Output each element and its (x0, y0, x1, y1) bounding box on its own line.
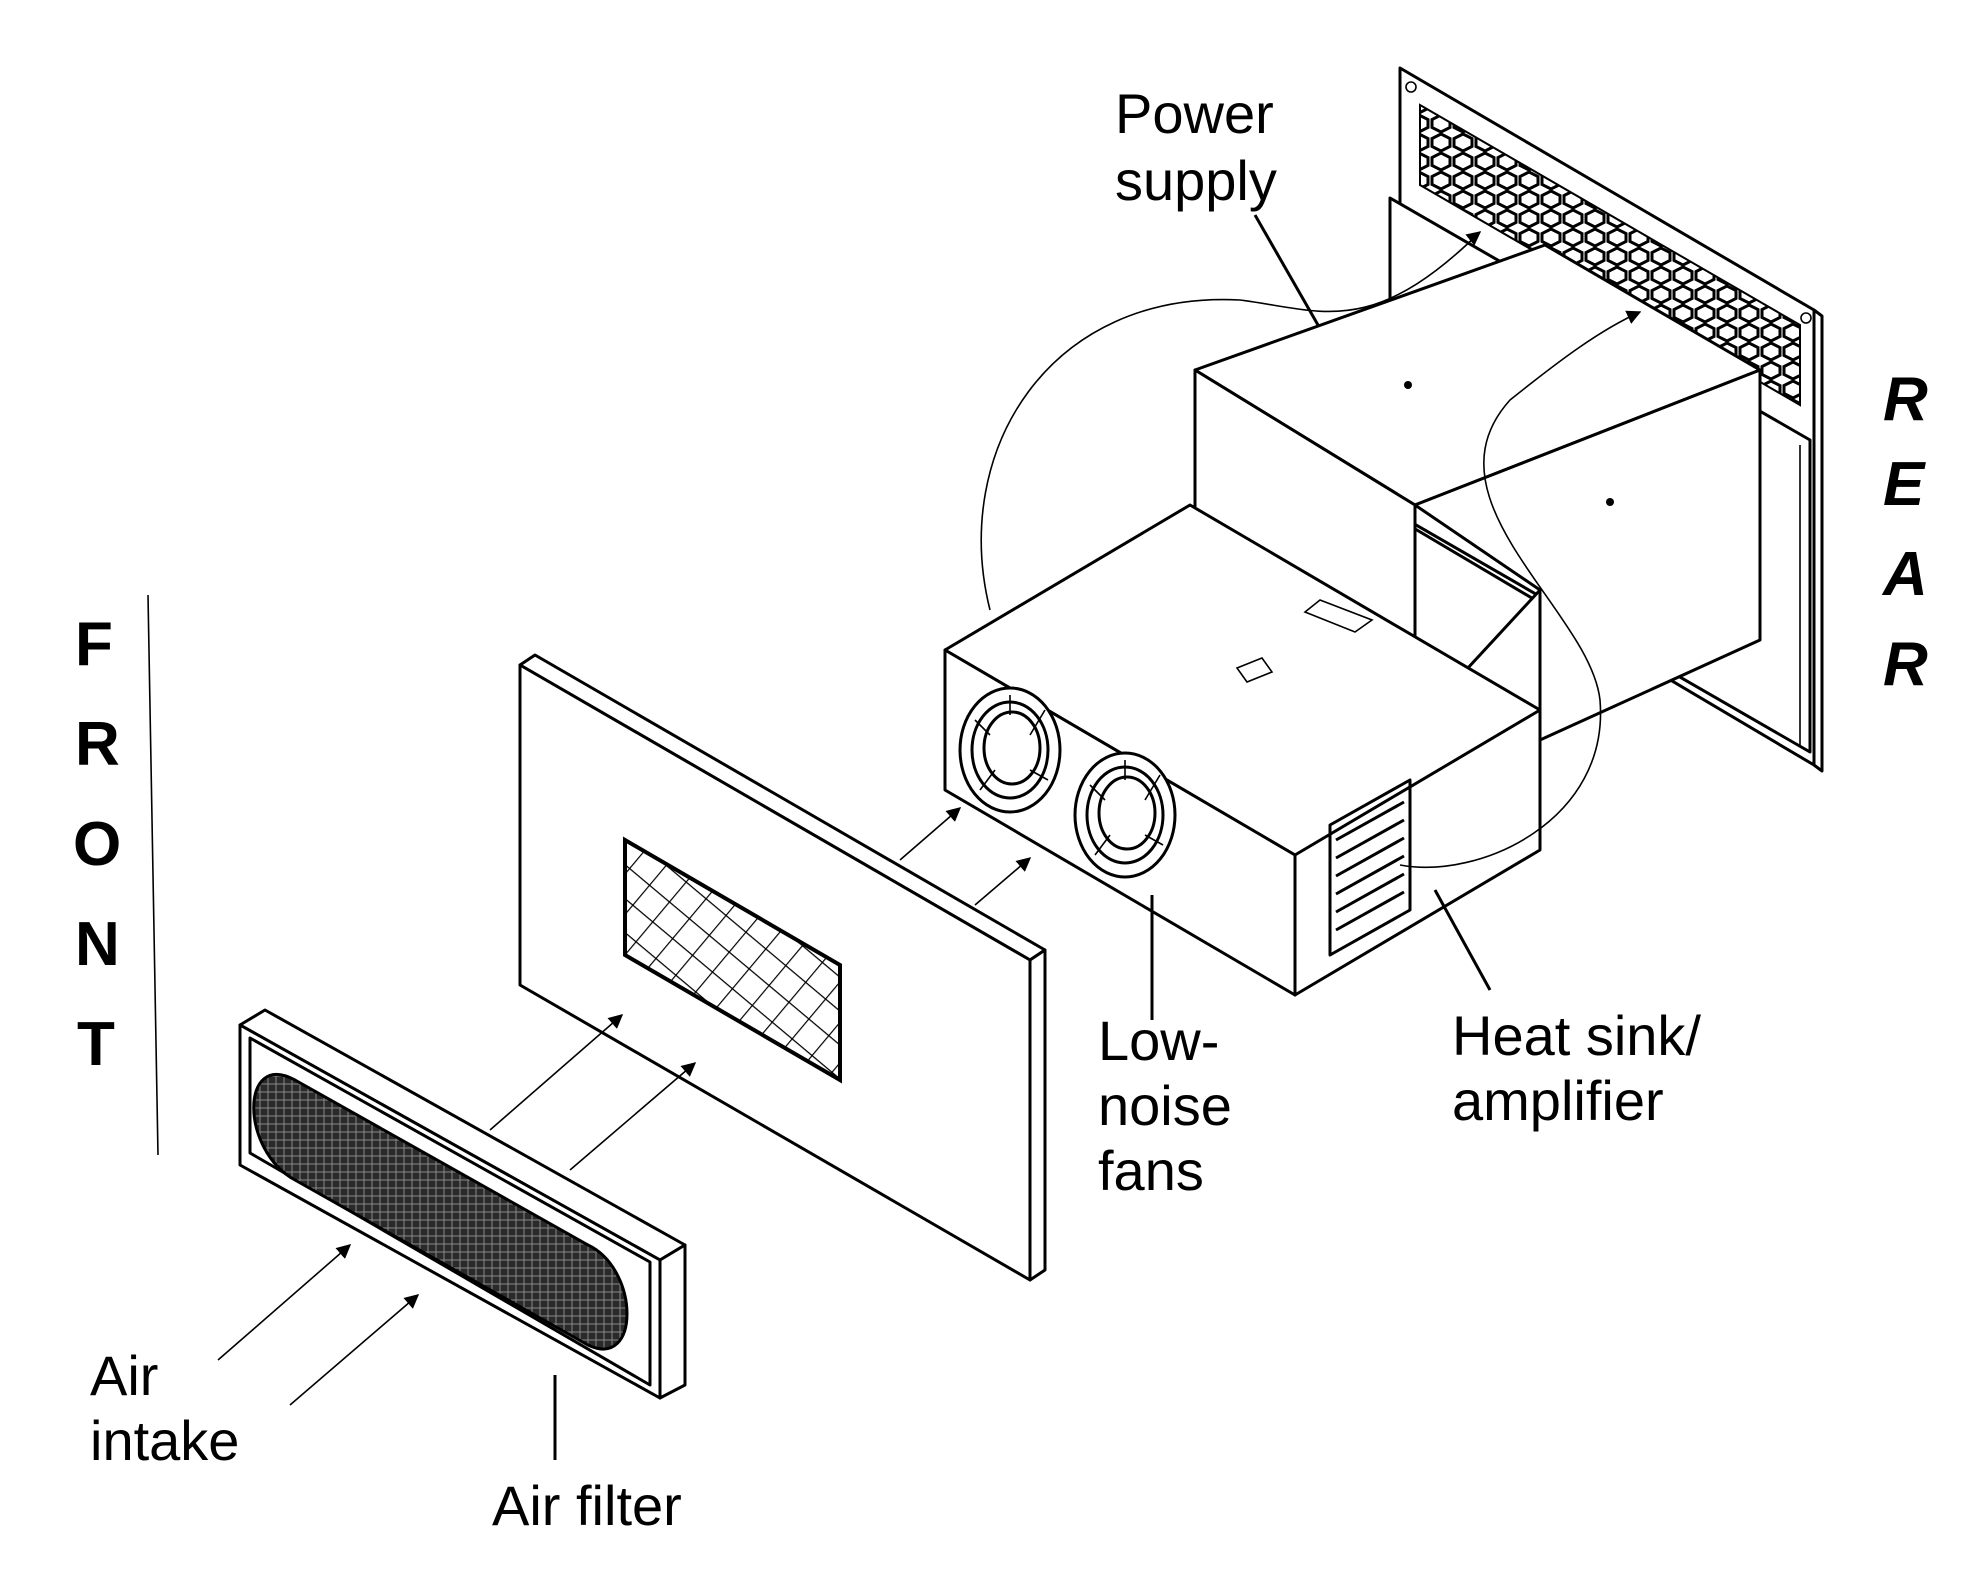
svg-text:F: F (75, 610, 113, 679)
svg-text:fans: fans (1098, 1139, 1204, 1202)
svg-text:O: O (73, 810, 121, 879)
air-filter (238, 1008, 687, 1400)
flow-arrows (217, 807, 1032, 1406)
svg-text:R: R (1883, 365, 1928, 434)
svg-text:supply: supply (1115, 149, 1277, 212)
svg-text:Heat sink/: Heat sink/ (1452, 1004, 1701, 1067)
fan-left (958, 686, 1062, 814)
svg-text:intake: intake (90, 1409, 239, 1472)
leader-lines (147, 214, 1492, 1460)
label-power-supply: Power supply (1115, 82, 1277, 212)
svg-text:N: N (75, 910, 120, 979)
fan-right (1073, 751, 1177, 879)
label-air-intake: Air intake (90, 1344, 239, 1472)
airflow-lines (980, 231, 1642, 869)
svg-text:Air: Air (90, 1344, 158, 1407)
label-air-filter: Air filter (492, 1474, 682, 1537)
label-heat-sink: Heat sink/ amplifier (1452, 1004, 1701, 1132)
svg-text:T: T (77, 1010, 115, 1079)
svg-text:R: R (75, 710, 120, 779)
svg-text:R: R (1883, 630, 1928, 699)
svg-text:Low-: Low- (1098, 1009, 1219, 1072)
svg-text:A: A (1881, 540, 1928, 609)
svg-text:E: E (1883, 450, 1926, 519)
svg-text:amplifier: amplifier (1452, 1069, 1664, 1132)
label-fans: Low- noise fans (1098, 1009, 1232, 1202)
svg-text:Power: Power (1115, 82, 1274, 145)
heat-sink-fins (1328, 778, 1412, 957)
power-supply-box (1193, 243, 1762, 850)
front-side-label: F R O N T (73, 610, 121, 1079)
amplifier-box (943, 503, 1542, 997)
grille-panel (518, 653, 1047, 1282)
rear-side-label: R E A R (1881, 365, 1928, 699)
svg-text:noise: noise (1098, 1074, 1232, 1137)
